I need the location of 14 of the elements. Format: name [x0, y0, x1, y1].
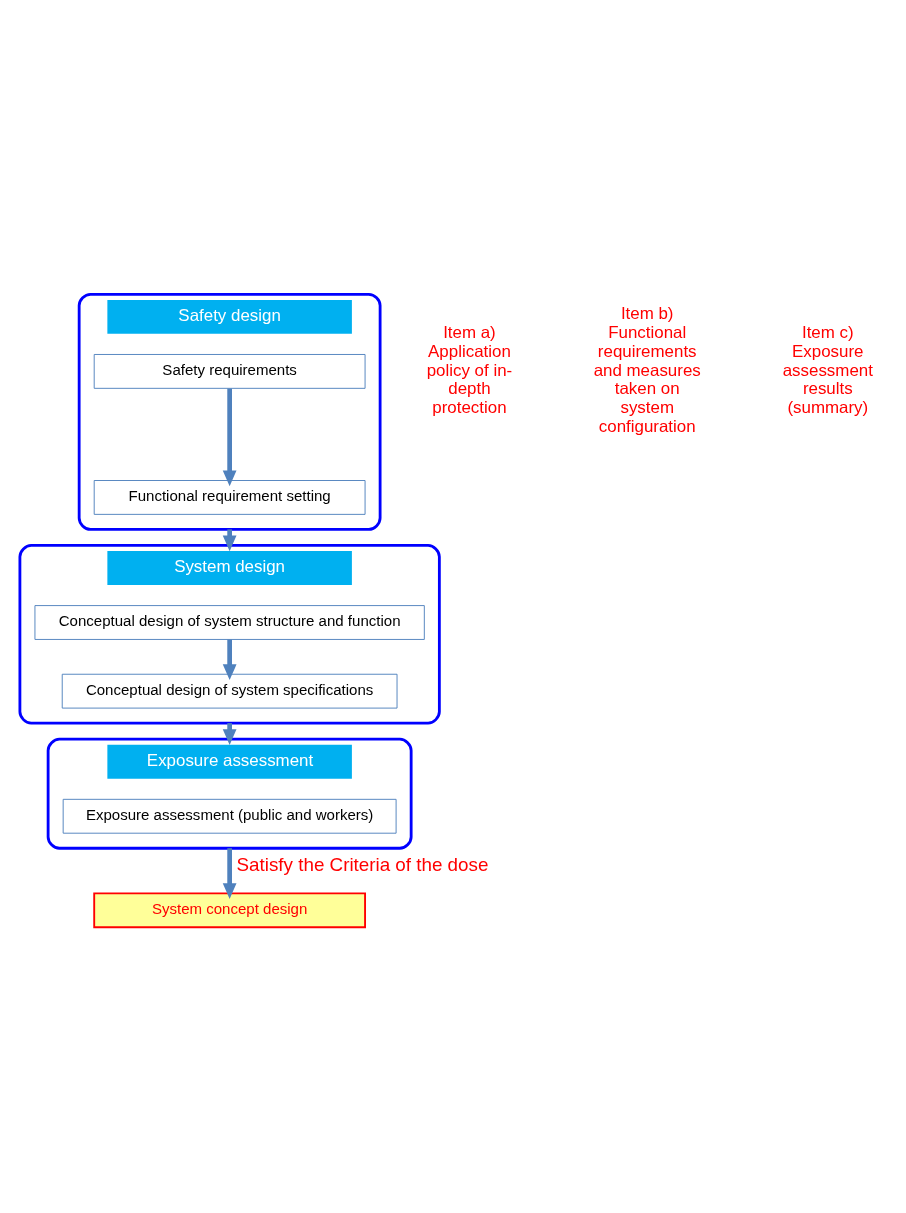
label: Item a) Application policy of in-depth protection [426, 322, 513, 417]
node-box: Safety requirements [93, 353, 366, 389]
arrow [222, 388, 237, 486]
node-box: Conceptual design of system specifications [61, 673, 398, 709]
node-box: Functional requirement setting [93, 479, 366, 515]
edge-label: Satisfy the Criteria of the dose [236, 853, 489, 875]
label: Item c) Exposure assessment results (summary) [782, 322, 873, 417]
node-box: Exposure assessment (public and workers) [62, 798, 397, 834]
node-box: System concept design [93, 891, 366, 928]
label: Item b) Functional requirements and measures taken on system configuration [593, 303, 701, 436]
arrow [222, 639, 237, 680]
node-box: Conceptual design of system structure and function [34, 604, 425, 640]
arrow [222, 847, 237, 899]
arrow [222, 528, 237, 551]
